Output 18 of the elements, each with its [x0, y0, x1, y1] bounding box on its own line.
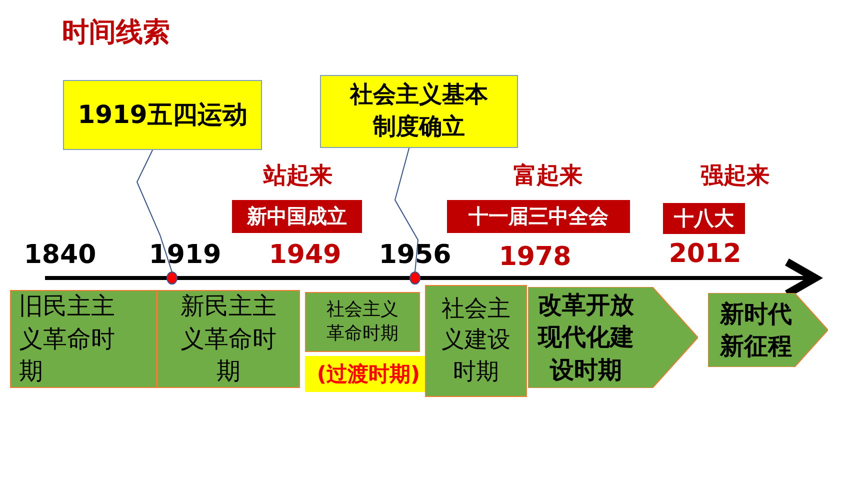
period-pentagon: 新时代新征程 — [708, 293, 828, 367]
callout-box: 1919五四运动 — [63, 80, 262, 150]
title: 时间线索 — [62, 16, 170, 50]
period-pentagon: 改革开放现代化建设时期 — [528, 287, 698, 388]
period-box: 旧民主主义革命时期 — [10, 290, 157, 388]
event-tag: 十一届三中全会 — [447, 200, 630, 233]
year-label: 1840 — [24, 240, 96, 270]
leader-line — [394, 148, 419, 272]
slogan-label: 强起来 — [700, 163, 770, 190]
callout-box: 社会主义基本制度确立 — [320, 75, 518, 148]
slogan-label: 站起来 — [264, 163, 332, 190]
leader-line — [136, 150, 172, 272]
period-box: 新民主主义革命时期 — [157, 290, 300, 388]
period-box: 社会主义革命时期 — [305, 292, 420, 352]
period-box: 社会主义建设时期 — [425, 285, 527, 397]
slogan-label: 富起来 — [514, 163, 582, 190]
event-tag: 新中国成立 — [232, 200, 362, 233]
event-tag: 十八大 — [663, 203, 745, 234]
